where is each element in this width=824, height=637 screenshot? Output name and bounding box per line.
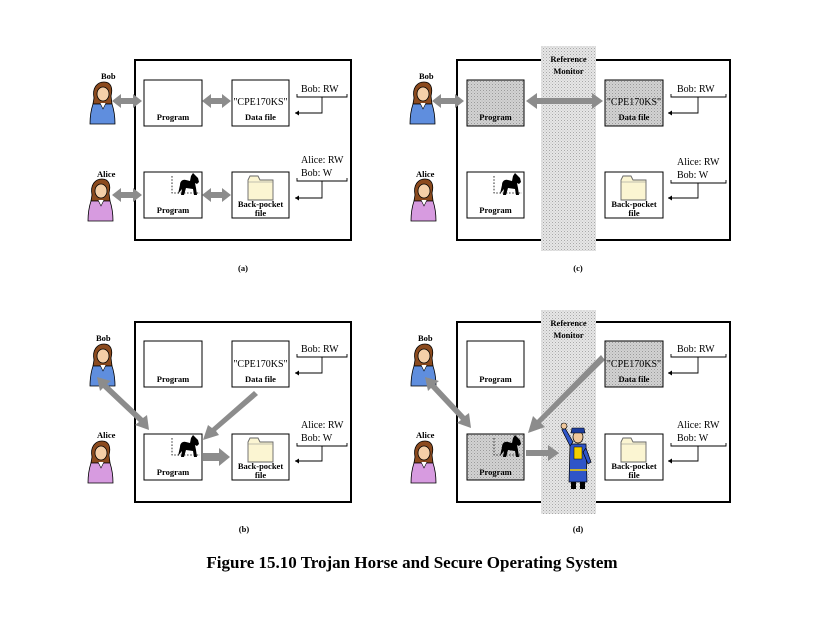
program-label-bottom: Program xyxy=(479,467,511,477)
folder-icon xyxy=(620,437,647,463)
acl-back-2: Bob: W xyxy=(677,433,709,444)
acl-back-2: Bob: W xyxy=(301,168,333,179)
figure-caption: Figure 15.10 Trojan Horse and Secure Ope… xyxy=(206,553,618,572)
acl-data: Bob: RW xyxy=(677,84,715,95)
panel-b: Program "CPE170KS" Data file Program Bac… xyxy=(87,321,352,534)
back-pocket-line2: file xyxy=(255,470,267,480)
guard-icon xyxy=(560,422,592,489)
program-label-bottom: Program xyxy=(479,205,511,215)
program-label-top: Program xyxy=(157,112,189,122)
monitor-label-1: Reference xyxy=(550,318,586,328)
back-pocket-line1: Back-pocket xyxy=(238,461,284,471)
monitor-label-1: Reference xyxy=(550,54,586,64)
panel-a: Program "CPE170KS" Data file Program Bac… xyxy=(87,59,352,273)
acl-back-1: Alice: RW xyxy=(677,157,720,168)
program-label-top: Program xyxy=(479,112,511,122)
acl-data: Bob: RW xyxy=(677,344,715,355)
data-file-box xyxy=(604,79,664,127)
bob-label: Bob xyxy=(419,71,434,81)
data-file-caption: Data file xyxy=(245,112,276,122)
data-file-caption: Data file xyxy=(245,374,276,384)
person-icon-bob xyxy=(409,81,436,125)
folder-icon xyxy=(247,175,274,201)
program-box-top xyxy=(466,340,525,388)
alice-label: Alice xyxy=(416,430,435,440)
arrows xyxy=(432,93,603,109)
back-pocket-line2: file xyxy=(255,208,267,218)
bob-label: Bob xyxy=(101,71,116,81)
monitor-label-2: Monitor xyxy=(553,330,583,340)
back-pocket-line2: file xyxy=(628,208,640,218)
data-file-box xyxy=(231,79,290,127)
arrows xyxy=(112,94,231,202)
acl-back-1: Alice: RW xyxy=(677,420,720,431)
program-box-top xyxy=(143,79,203,127)
data-file-caption: Data file xyxy=(619,374,650,384)
panel-label: (c) xyxy=(573,263,583,273)
panel-label: (a) xyxy=(238,263,248,273)
folder-icon xyxy=(247,437,274,463)
program-label-top: Program xyxy=(157,374,189,384)
acl-back-2: Bob: W xyxy=(301,433,333,444)
back-pocket-line2: file xyxy=(628,470,640,480)
program-box-top xyxy=(466,79,525,127)
person-icon-alice xyxy=(410,178,437,222)
back-pocket-box xyxy=(231,433,290,481)
panel-label: (d) xyxy=(573,524,584,534)
panel-d: Reference Monitor Program "CPE170KS" Dat… xyxy=(410,310,731,534)
person-icon-alice xyxy=(410,440,437,484)
person-icon-bob xyxy=(89,81,116,125)
program-label-bottom: Program xyxy=(157,205,189,215)
program-label-top: Program xyxy=(479,374,511,384)
alice-label: Alice xyxy=(97,169,116,179)
program-box-top xyxy=(143,340,203,388)
alice-label: Alice xyxy=(97,430,116,440)
data-file-name: "CPE170KS" xyxy=(607,97,661,108)
data-file-box xyxy=(231,340,290,388)
data-file-caption: Data file xyxy=(619,112,650,122)
data-file-name: "CPE170KS" xyxy=(233,359,287,370)
back-pocket-line1: Back-pocket xyxy=(238,199,284,209)
back-pocket-line1: Back-pocket xyxy=(611,199,657,209)
arrows xyxy=(425,355,605,461)
arrows xyxy=(97,377,258,466)
panel-label: (b) xyxy=(239,524,250,534)
bob-label: Bob xyxy=(96,333,111,343)
back-pocket-line1: Back-pocket xyxy=(611,461,657,471)
acl-back-1: Alice: RW xyxy=(301,420,344,431)
data-file-name: "CPE170KS" xyxy=(607,359,661,370)
data-file-name: "CPE170KS" xyxy=(233,97,287,108)
panel-c: Reference Monitor Program "CPE170KS" Dat… xyxy=(409,46,731,273)
data-file-box xyxy=(604,340,664,388)
system-box xyxy=(134,59,352,241)
person-icon-alice xyxy=(87,440,114,484)
folder-icon xyxy=(620,175,647,201)
alice-label: Alice xyxy=(416,169,435,179)
acl-data: Bob: RW xyxy=(301,84,339,95)
program-label-bottom: Program xyxy=(157,467,189,477)
reference-monitor-band xyxy=(541,46,596,251)
acl-back-1: Alice: RW xyxy=(301,155,344,166)
monitor-label-2: Monitor xyxy=(553,66,583,76)
acl-back-2: Bob: W xyxy=(677,170,709,181)
person-icon-alice xyxy=(87,178,114,222)
bob-label: Bob xyxy=(418,333,433,343)
acl-data: Bob: RW xyxy=(301,344,339,355)
